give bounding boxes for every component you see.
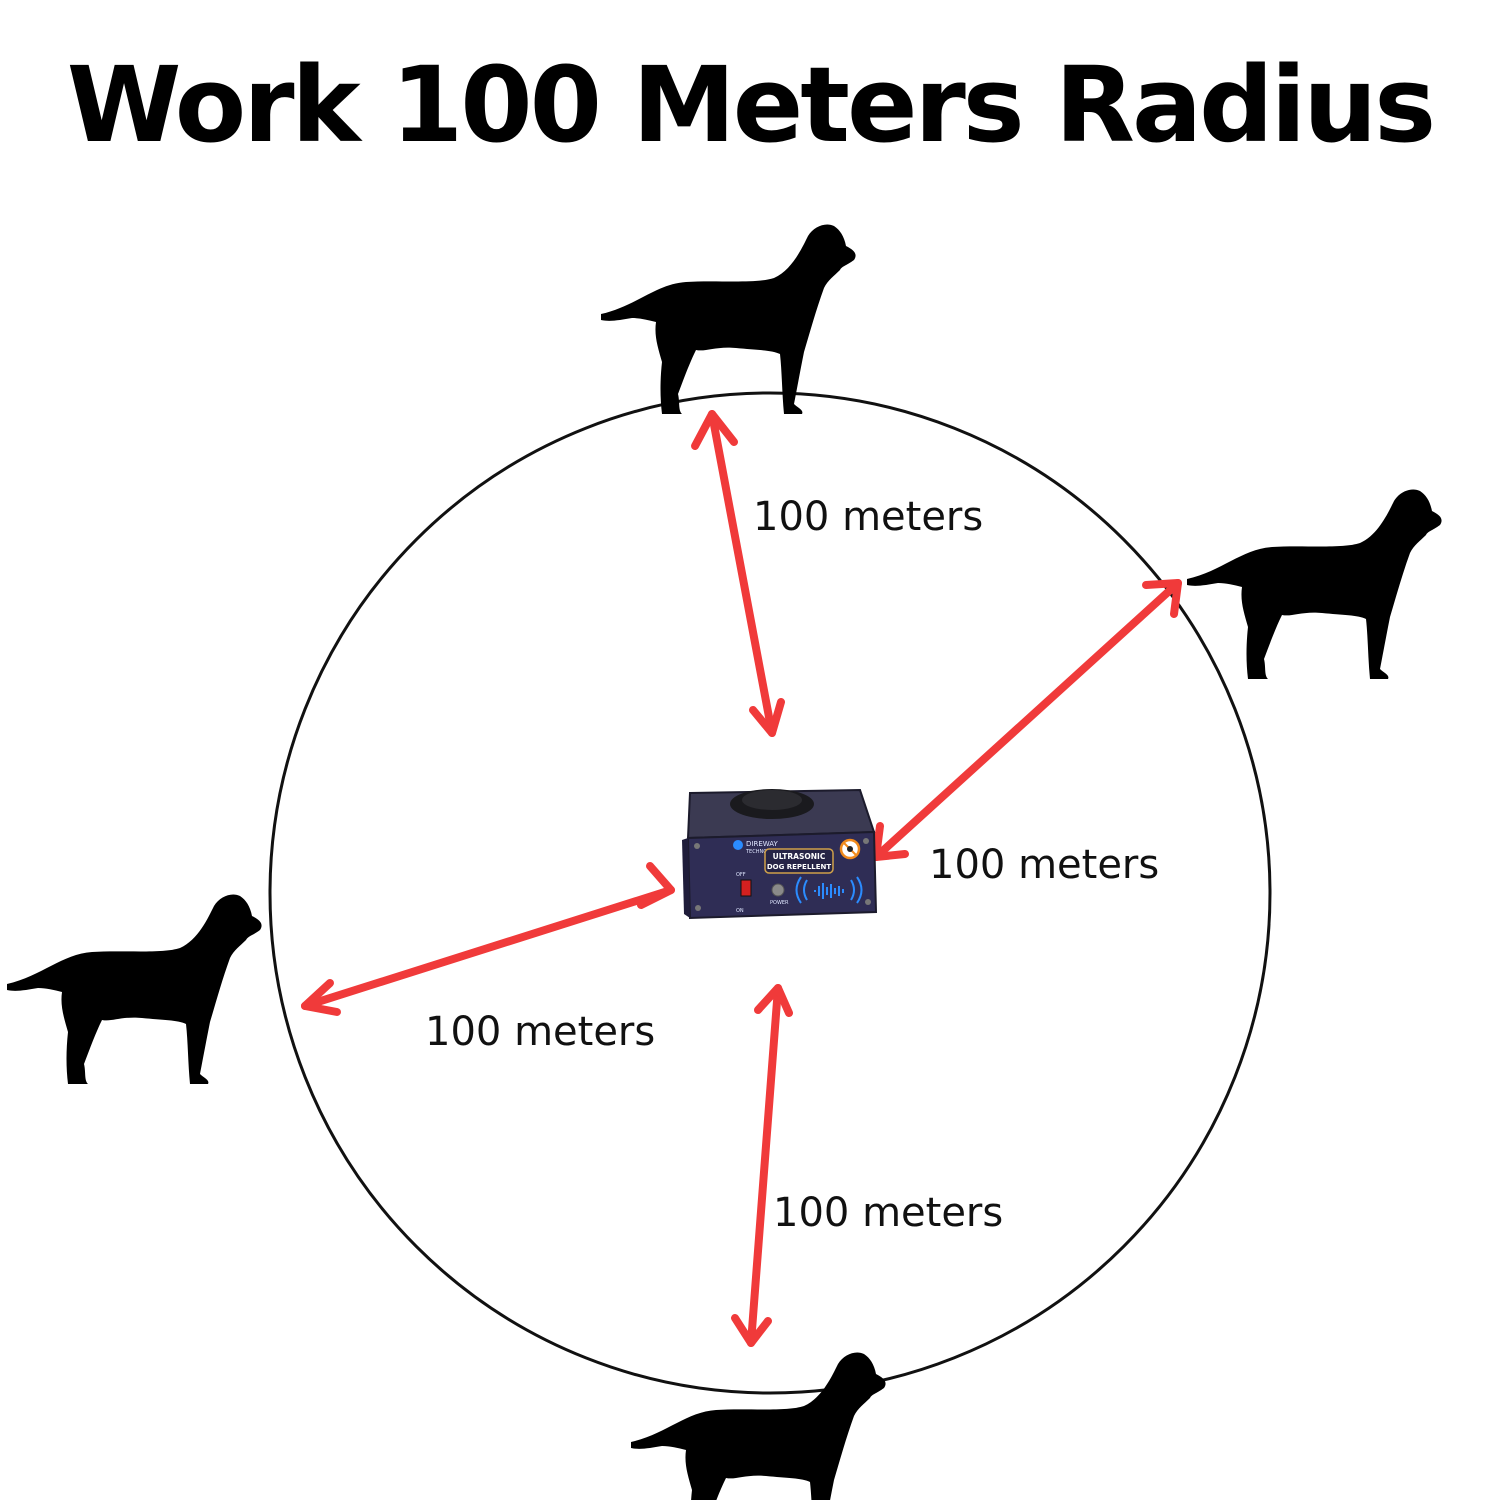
device-label-line1: ULTRASONIC xyxy=(773,852,826,861)
switch-off-label: OFF xyxy=(736,872,746,878)
double-arrow-icon xyxy=(691,410,785,737)
distance-label-right: 100 meters xyxy=(929,842,1159,888)
dog-silhouette-icon xyxy=(601,224,856,414)
switch-on-label: ON xyxy=(736,908,744,914)
distance-label-left: 100 meters xyxy=(425,1009,655,1055)
sound-wave-icon xyxy=(795,876,863,904)
power-led-icon xyxy=(771,883,785,897)
dog-silhouette-icon xyxy=(631,1352,886,1500)
device-label-line2: DOG REPELLENT xyxy=(767,863,832,871)
double-arrow-icon xyxy=(731,984,793,1347)
brand-name: DIREWAY xyxy=(746,840,779,848)
brand-logo-icon xyxy=(733,840,743,850)
no-dog-icon xyxy=(839,838,861,860)
dog-silhouette-icon xyxy=(1187,489,1442,679)
dog-silhouette-icon xyxy=(7,894,262,1084)
distance-label-top: 100 meters xyxy=(753,494,983,540)
double-arrow-icon xyxy=(872,579,1182,861)
ultrasonic-device: DIREWAY TECHNOLOGIES ULTRASONIC DOG REPE… xyxy=(682,788,878,920)
double-arrow-icon xyxy=(301,862,675,1016)
range-circle xyxy=(268,391,1272,1395)
power-switch xyxy=(740,879,752,897)
distance-label-bottom: 100 meters xyxy=(773,1190,1003,1236)
power-label: POWER xyxy=(770,900,789,906)
page-title: Work 100 Meters Radius xyxy=(66,44,1436,166)
